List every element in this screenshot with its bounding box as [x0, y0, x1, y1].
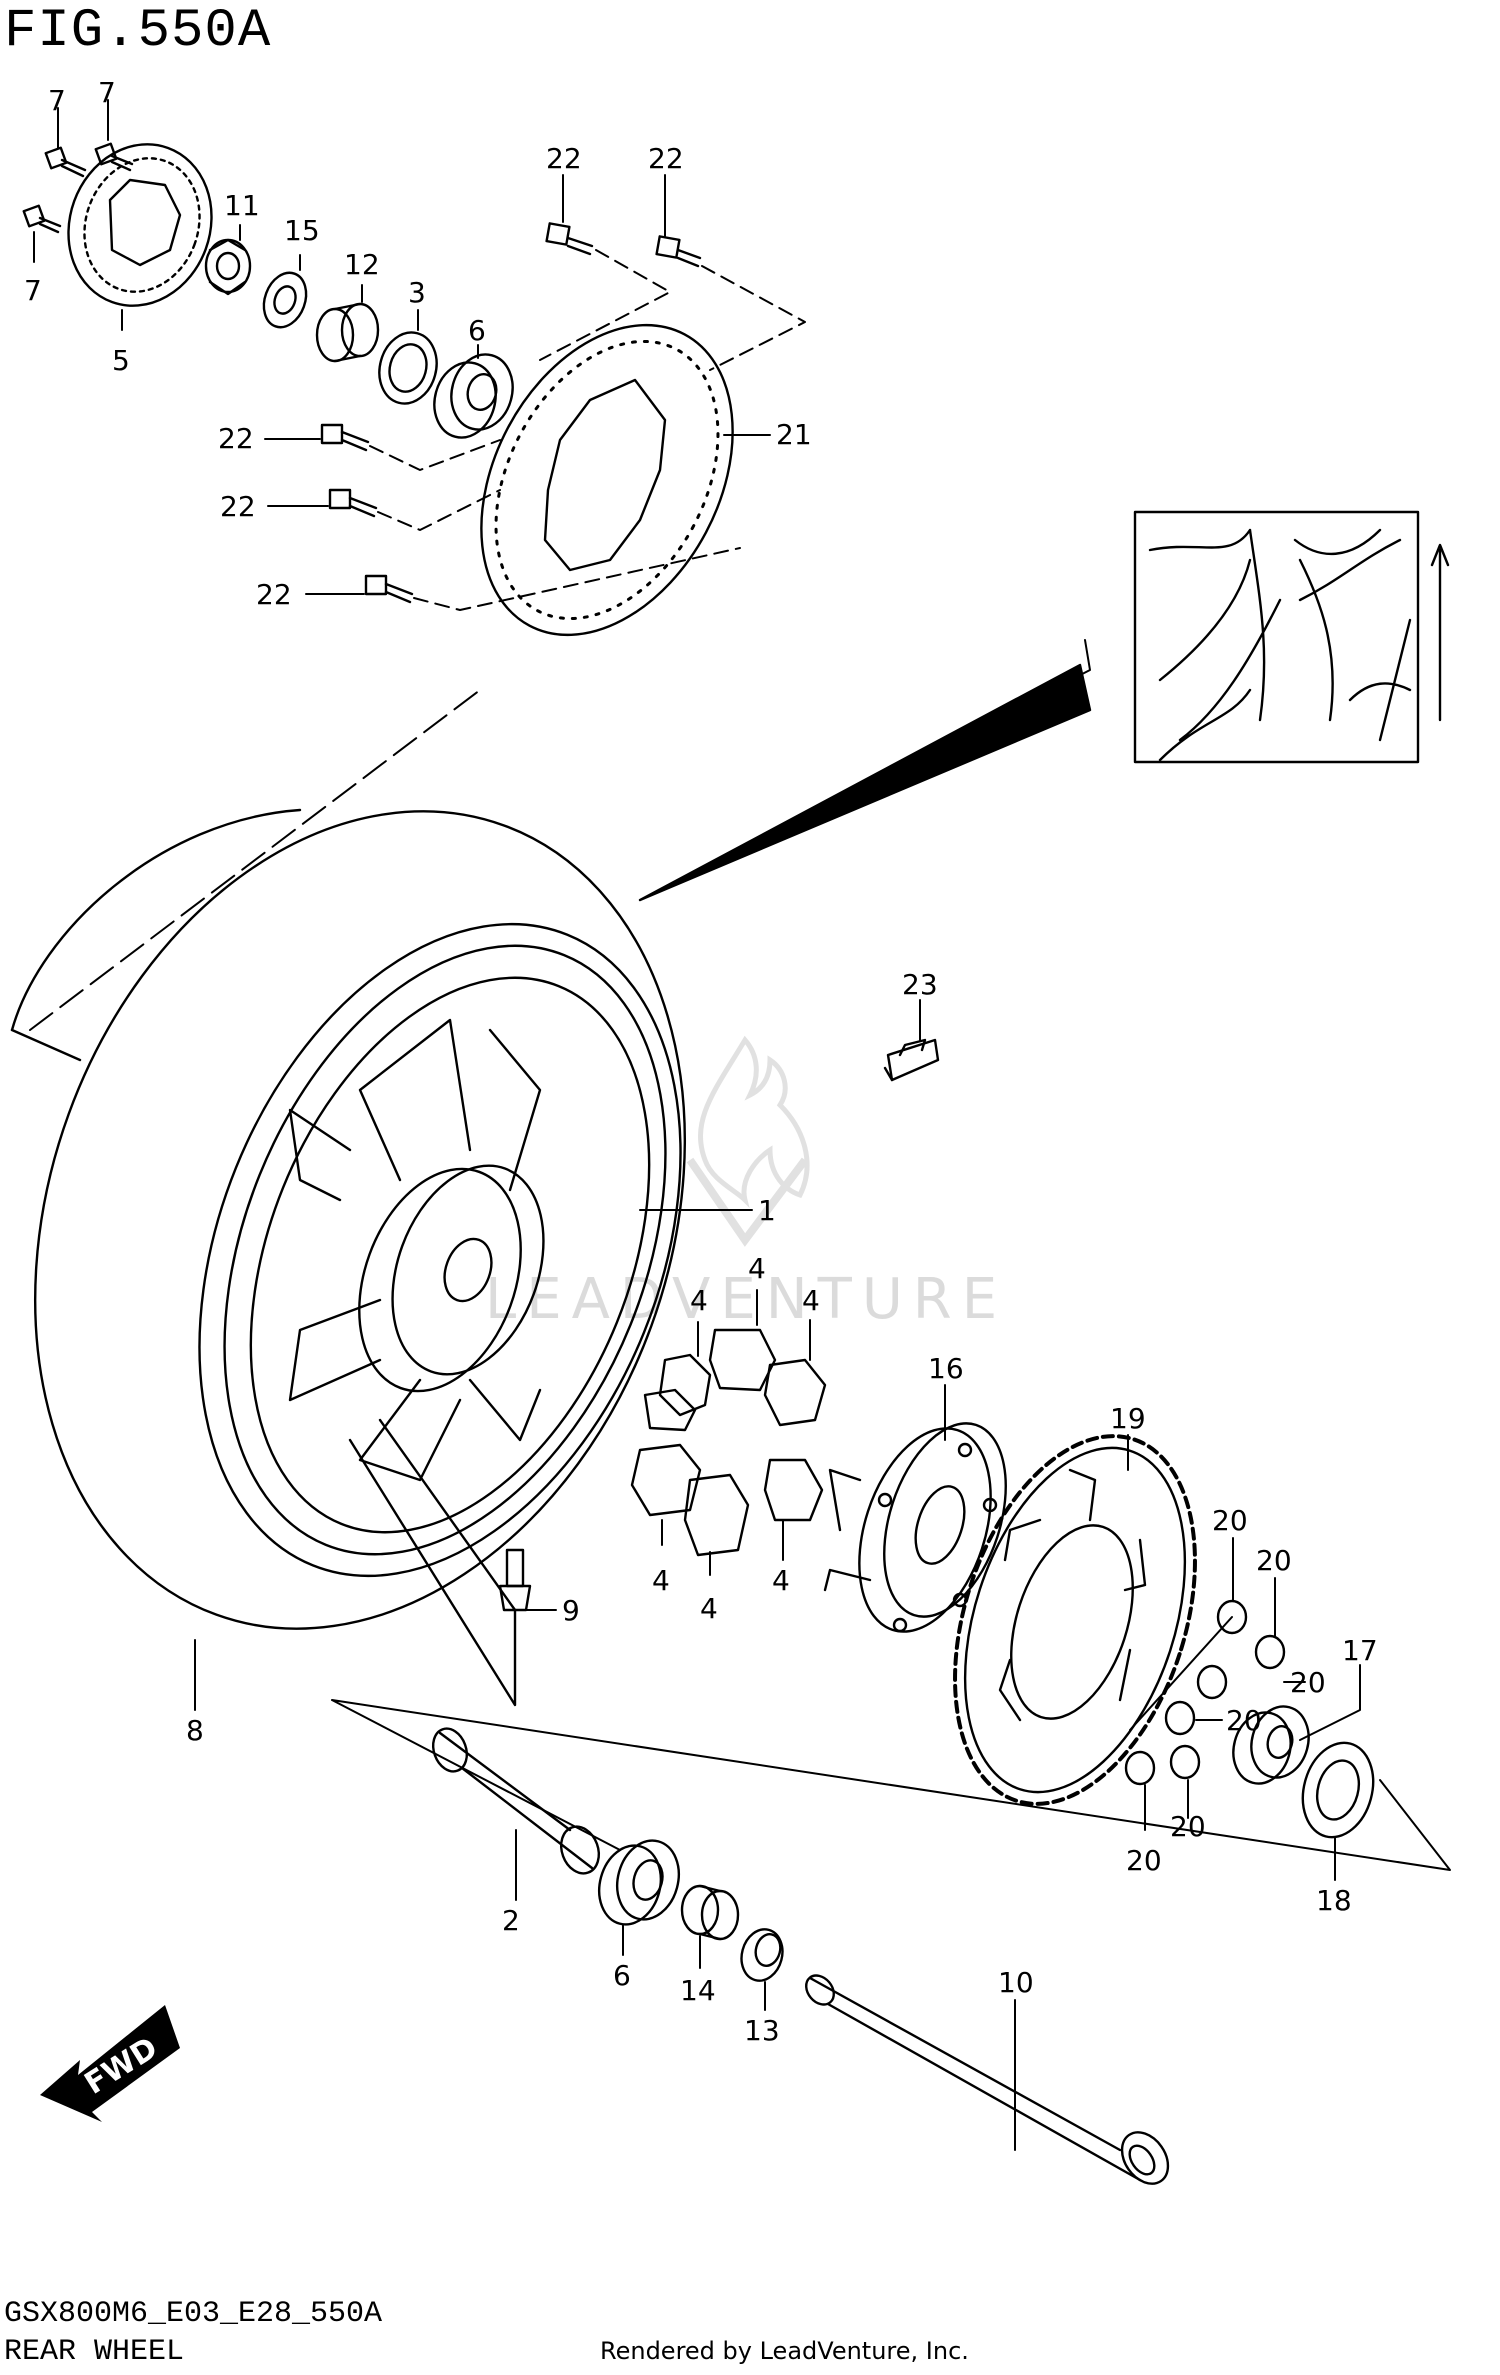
- figure-title: FIG.550A: [4, 1, 272, 62]
- bearing-6-lower: [598, 1839, 680, 1926]
- callout-22: 22: [546, 142, 582, 175]
- callout-15: 15: [284, 214, 320, 247]
- rear-wheel-assembly: [10, 808, 686, 1707]
- callout-6: 6: [468, 314, 486, 347]
- callout-13: 13: [744, 2014, 780, 2047]
- callout-4: 4: [748, 1252, 766, 1285]
- watermark-v-icon: [686, 1157, 809, 1247]
- bearing-17: [1232, 1705, 1310, 1785]
- callout-4: 4: [772, 1564, 790, 1597]
- abs-sensor-ring: [67, 143, 213, 307]
- callout-20: 20: [1170, 1810, 1206, 1843]
- callout-22: 22: [648, 142, 684, 175]
- bolt-22-lower-group: [320, 423, 414, 604]
- callout-20: 20: [1256, 1544, 1292, 1577]
- spacer-12: [315, 302, 380, 363]
- bolt-22-upper-group: [545, 222, 702, 268]
- callout-4: 4: [690, 1284, 708, 1317]
- assembly-lines-disc: [29, 249, 1091, 1031]
- callout-20: 20: [1126, 1844, 1162, 1877]
- callout-21: 21: [776, 418, 812, 451]
- callout-7: 7: [24, 274, 42, 307]
- render-credit: Rendered by LeadVenture, Inc.: [600, 2337, 969, 2365]
- callout-4: 4: [802, 1284, 820, 1317]
- callout-22: 22: [220, 490, 256, 523]
- sprocket-carrier-16: [823, 1422, 1007, 1633]
- callout-16: 16: [928, 1352, 964, 1385]
- callout-12: 12: [344, 248, 380, 281]
- callout-14: 14: [680, 1974, 716, 2007]
- callout-7: 7: [98, 76, 116, 109]
- callout-10: 10: [998, 1966, 1034, 1999]
- tread-direction-inset: [1133, 510, 1450, 764]
- nut-20-group: [1124, 1599, 1286, 1786]
- axle-10: [805, 1974, 1170, 2185]
- callout-18: 18: [1316, 1884, 1352, 1917]
- bolt-7-group: [22, 142, 134, 234]
- callout-labels: 7 7 7 5 11 15 12 3 6 22 22 22 22 22 21 2…: [24, 76, 1378, 2047]
- callout-20: 20: [1226, 1704, 1262, 1737]
- callout-4: 4: [652, 1564, 670, 1597]
- callout-3: 3: [408, 276, 426, 309]
- callout-19: 19: [1110, 1402, 1146, 1435]
- washer-15: [262, 271, 308, 329]
- forward-direction-icon: FWD: [40, 2005, 180, 2122]
- callout-17: 17: [1342, 1634, 1378, 1667]
- balance-weight-23: [883, 1038, 940, 1082]
- axle-assembly-lines: [331, 1699, 1451, 1871]
- spacer-14: [680, 1884, 740, 1941]
- callout-2: 2: [502, 1904, 520, 1937]
- section-title: REAR WHEEL: [4, 2335, 185, 2369]
- bearing-6-upper: [433, 353, 514, 439]
- spacer-13: [740, 1928, 784, 1982]
- watermark-flame-icon: [698, 1035, 810, 1209]
- callout-20: 20: [1290, 1666, 1326, 1699]
- callout-8: 8: [186, 1714, 204, 1747]
- brake-disc-21: [480, 323, 734, 637]
- oil-seal-3: [378, 331, 438, 405]
- inset-pointer: [638, 663, 1092, 902]
- callout-5: 5: [112, 344, 130, 377]
- callout-7: 7: [48, 84, 66, 117]
- callout-20: 20: [1212, 1504, 1248, 1537]
- collar-11: [204, 238, 252, 296]
- callout-leaders: [33, 99, 1361, 2151]
- watermark: LEADVENTURE: [485, 1035, 1007, 1332]
- spacer-2: [431, 1727, 601, 1875]
- callout-9: 9: [562, 1594, 580, 1627]
- callout-11: 11: [224, 189, 260, 222]
- rear-sprocket-19: [953, 1434, 1197, 1806]
- callout-4: 4: [700, 1592, 718, 1625]
- watermark-text: LEADVENTURE: [485, 1267, 1007, 1332]
- callout-6: 6: [613, 1959, 631, 1992]
- oil-seal-18: [1301, 1741, 1375, 1839]
- callout-23: 23: [902, 968, 938, 1001]
- figure-code: GSX800M6_E03_E28_550A: [4, 2297, 383, 2331]
- damper-4-group: [630, 1328, 827, 1557]
- callout-22: 22: [256, 578, 292, 611]
- callout-22: 22: [218, 422, 254, 455]
- callout-1: 1: [758, 1194, 776, 1227]
